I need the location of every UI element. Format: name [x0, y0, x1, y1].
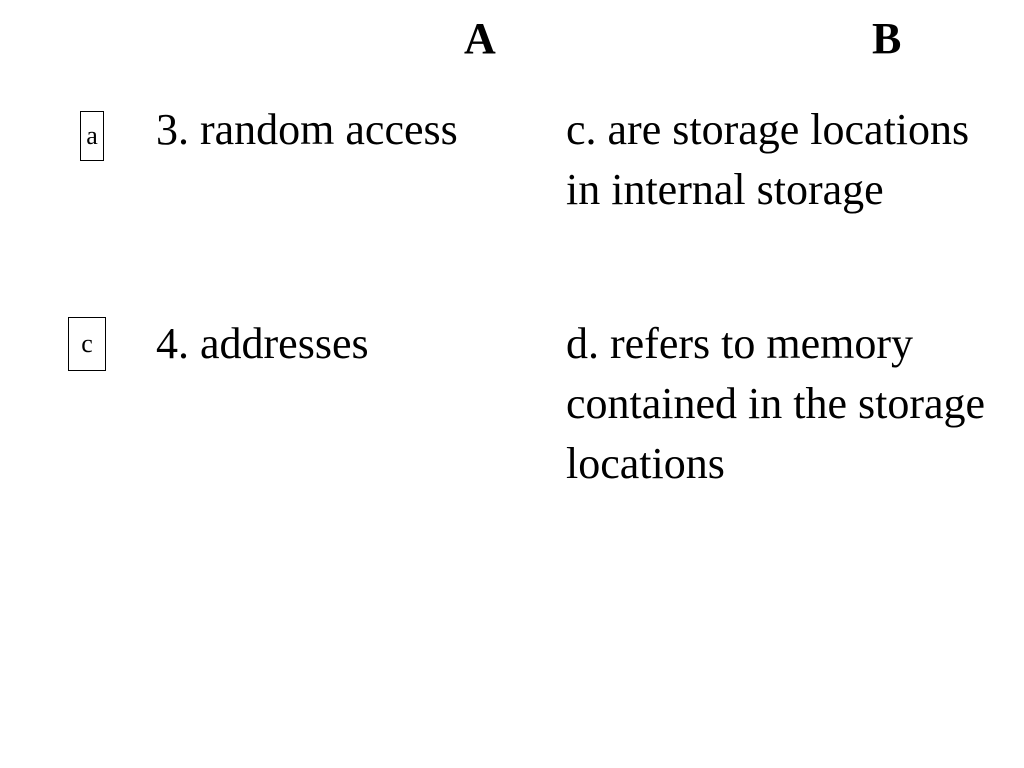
definition-text: c. are storage locations in internal sto…: [566, 105, 970, 214]
answer-box[interactable]: a: [80, 111, 104, 161]
answer-box[interactable]: c: [68, 317, 106, 371]
term-label: 3. random access: [156, 105, 458, 154]
term-label: 4. addresses: [156, 319, 369, 368]
definition-text: d. refers to memory contained in the sto…: [566, 319, 986, 488]
column-a-header: A: [464, 14, 496, 63]
column-b-header: B: [872, 14, 902, 63]
